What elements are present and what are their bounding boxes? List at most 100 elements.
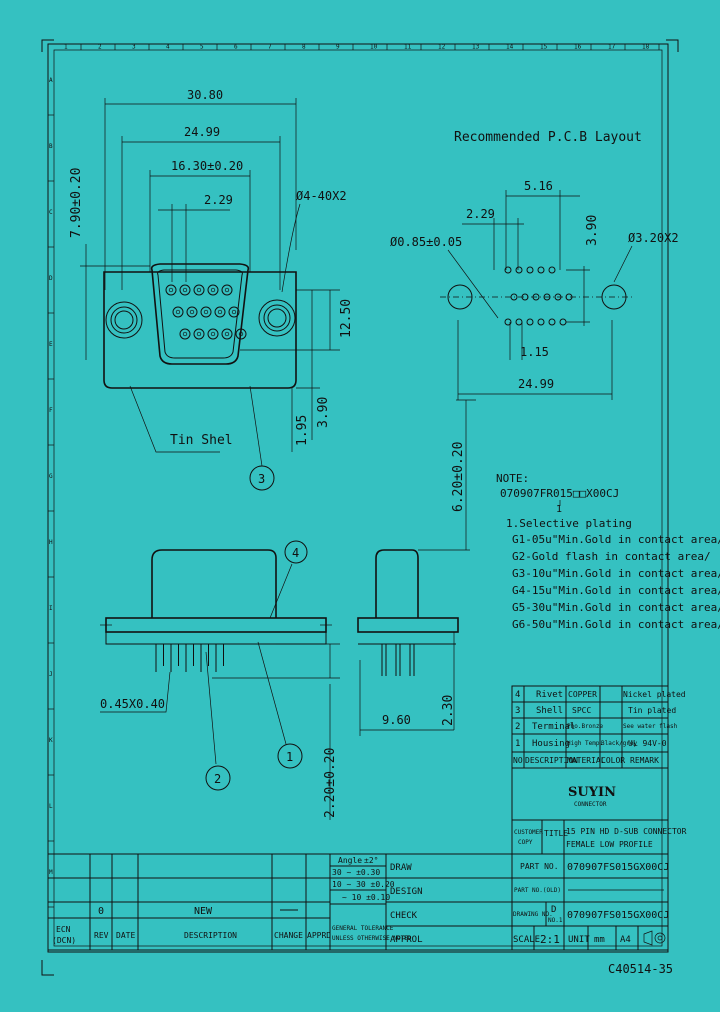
bom-row-4-desc: Rivet	[536, 690, 563, 700]
pcb-pin-hole	[537, 318, 545, 326]
bom-row-1-material: High Temp.	[567, 740, 603, 747]
label-tin-shell: Tin Shel	[170, 433, 233, 448]
pcb-dim-pitch: 2.29	[466, 207, 495, 221]
dim-shell-width: 16.30±0.20	[171, 159, 243, 173]
notes-part-code: 070907FR015□□X00CJ	[500, 487, 619, 500]
notes-title: NOTE:	[496, 472, 529, 485]
pcb-dim-vertical: 3.90	[585, 215, 600, 246]
ruler-top-label: 4	[166, 44, 170, 51]
tolerance-row-3: ~ 10 ±0.10	[342, 893, 390, 902]
bom-row-1-color: Black/grey	[601, 740, 638, 747]
bom-row-3-remark: Tin plated	[628, 706, 676, 715]
bom-header-no: NO	[513, 756, 523, 765]
front-pin	[228, 306, 240, 318]
dim-right-1-95: 1.95	[295, 415, 310, 446]
rev-letter: D	[551, 905, 556, 915]
pcb-dim-big-hole: Ø3.20X2	[628, 231, 679, 245]
front-pin	[207, 328, 219, 340]
ruler-left-label: L	[49, 803, 53, 810]
front-pin	[172, 306, 184, 318]
pcb-pin-hole	[532, 293, 540, 301]
ruler-top-label: 10	[370, 44, 378, 51]
bom-row-4-no: 4	[515, 690, 520, 700]
ruler-top-label: 15	[540, 44, 548, 51]
pcb-hole-grid	[504, 266, 573, 326]
ruler-left-label: G	[49, 473, 53, 480]
rev-header-rev: REV	[94, 931, 109, 940]
approved-label: APPROL	[390, 935, 423, 945]
pcb-layout: Recommended P.C.B Layout 5.16 2.29 3.90 …	[390, 130, 679, 400]
angle-tolerance: ±2°	[364, 856, 378, 865]
ruler-left-label: H	[49, 539, 53, 546]
title-label: TITLE	[544, 829, 568, 838]
notes-plating-title: 1.Selective plating	[506, 517, 632, 530]
front-pin-grid	[165, 284, 247, 340]
front-pin	[186, 306, 198, 318]
dim-bottom-height: 2.20±0.20	[323, 748, 338, 818]
pcb-pin-hole	[515, 266, 523, 274]
front-pin	[165, 284, 177, 296]
balloon-3	[249, 465, 275, 491]
ruler-left-label: K	[49, 737, 53, 744]
bom-row-1-remark: UL 94V-0	[628, 739, 667, 748]
bom-row-1-no: 1	[515, 739, 520, 749]
unit-value: mm	[594, 935, 605, 945]
ruler-top-label: 9	[336, 44, 340, 51]
dim-profile-h1: 2.30	[441, 695, 456, 726]
front-view: 30.80 24.99 16.30±0.20 2.29 Ø4-40X2 7.90…	[69, 88, 354, 491]
dim-mount-hole: Ø4-40X2	[296, 189, 347, 203]
angle-label: Angle	[338, 856, 362, 865]
bom-row-4-material: COPPER	[568, 690, 597, 699]
ruler-top-label: 14	[506, 44, 514, 51]
front-pin	[221, 284, 233, 296]
pcb-pin-hole	[548, 266, 556, 274]
rev-header-description: DESCRIPTION	[184, 931, 237, 940]
front-pin	[179, 284, 191, 296]
side-pin-row	[155, 644, 224, 672]
tolerance-row-1: 30 ~ ±0.30	[332, 868, 380, 877]
rev-header-change: CHANGE	[274, 931, 303, 940]
rev-row-description: NEW	[194, 906, 213, 917]
ruler-top-label: 7	[268, 44, 272, 51]
ruler-top-label: 18	[642, 44, 650, 51]
bom-table: 4 Rivet COPPER Nickel plated 3 Shell SPC…	[511, 685, 686, 769]
bom-row-1-desc: Housing	[532, 739, 570, 749]
ruler-left-label: F	[49, 407, 53, 414]
notes-block: NOTE: 070907FR015□□X00CJ 1 1.Selective p…	[496, 472, 720, 631]
drawing-no-label: DRAWING NO.	[513, 911, 553, 918]
pcb-pin-hole	[526, 318, 534, 326]
ruler-left-label: E	[49, 341, 53, 348]
balloon-4	[284, 540, 308, 564]
ruler-top-label: 17	[608, 44, 616, 51]
balloon-2	[205, 765, 231, 791]
company-logo: SUYIN	[568, 785, 616, 800]
title-block: SUYIN CONNECTOR CUSTOMER COPY TITLE 15 P…	[47, 767, 687, 951]
outer-border	[47, 43, 669, 953]
bom-row-2-remark: See water flash	[623, 723, 678, 730]
ruler-top-label: 2	[98, 44, 102, 51]
notes-pointer-number: 1	[556, 504, 562, 515]
bom-row-3-desc: Shell	[536, 706, 563, 716]
pcb-pin-hole	[526, 266, 534, 274]
note-item-4: G4-15u"Min.Gold in contact area/	[512, 584, 720, 597]
ruler-top-label: 1	[64, 44, 68, 51]
front-pin	[179, 328, 191, 340]
ruler-left-label: M	[49, 869, 53, 876]
check-label: CHECK	[390, 911, 418, 921]
ruler-left-label: C	[49, 209, 53, 216]
pcb-dim-top: 5.16	[524, 179, 553, 193]
pcb-dim-row: 1.15	[520, 345, 549, 359]
inner-border	[53, 49, 663, 947]
tolerance-row-2: 10 ~ 30 ±0.20	[332, 880, 395, 889]
pcb-pin-hole	[554, 293, 562, 301]
drawing-no-value: 070907FS015GX00CJ	[567, 910, 669, 921]
dim-profile-h2: 6.20±0.20	[451, 442, 466, 512]
part-no-label: PART NO.	[520, 862, 559, 871]
ruler-top-label: 13	[472, 44, 480, 51]
dim-overall-width: 30.80	[187, 88, 223, 102]
title-line-1: 15 PIN HD D-SUB CONNECTOR	[566, 827, 687, 836]
size-value: A4	[620, 935, 631, 945]
dim-right-3-90: 3.90	[316, 397, 331, 428]
general-tolerance-1: GENERAL TOLERANCE	[332, 925, 394, 932]
bom-row-4-remark: Nickel plated	[623, 690, 686, 699]
